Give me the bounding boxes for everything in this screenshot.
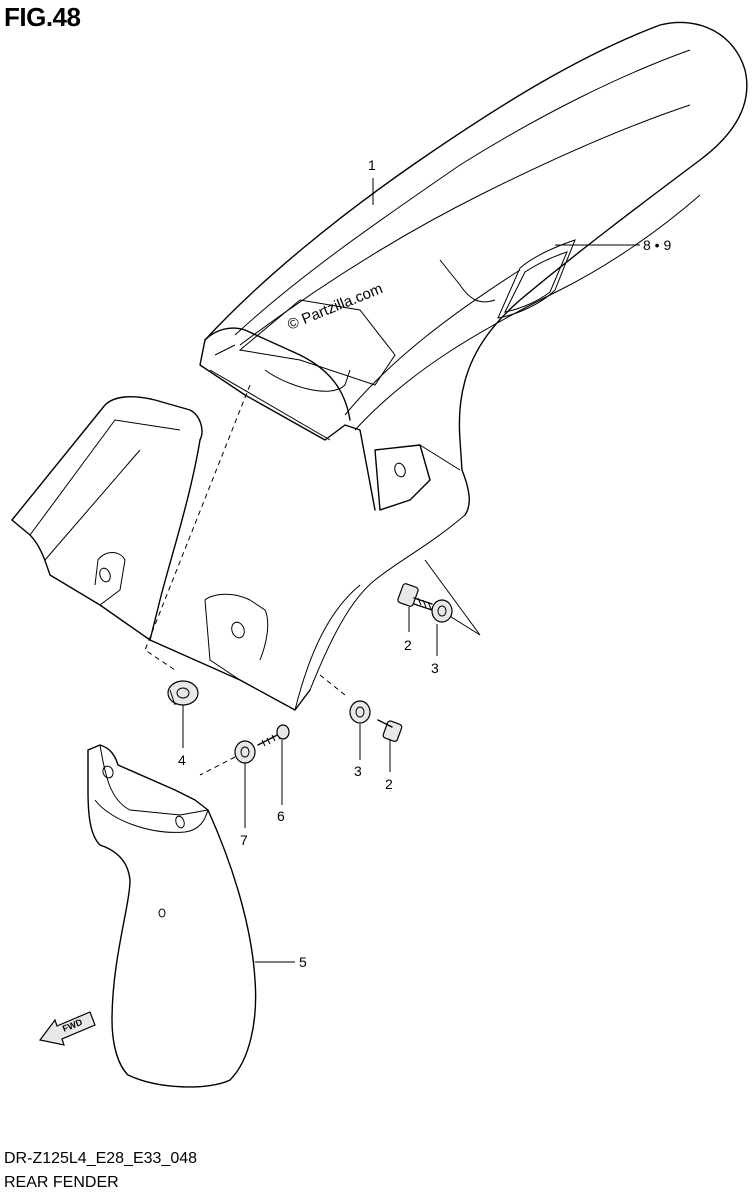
nut-upper[interactable] bbox=[431, 599, 453, 623]
forward-arrow-icon: FWD bbox=[38, 1011, 96, 1046]
callout-3-lower: 3 bbox=[354, 763, 362, 779]
grommet-part[interactable] bbox=[167, 680, 199, 706]
callout-2-lower: 2 bbox=[385, 776, 393, 792]
bolt-upper[interactable] bbox=[397, 583, 433, 611]
bolt-lower[interactable] bbox=[377, 719, 403, 742]
callout-6: 6 bbox=[277, 808, 285, 824]
callout-5: 5 bbox=[299, 954, 307, 970]
screw-part[interactable] bbox=[257, 724, 290, 747]
mud-flap-part[interactable] bbox=[87, 744, 257, 1088]
callout-3-upper: 3 bbox=[431, 660, 439, 676]
diagram-name: REAR FENDER bbox=[4, 1174, 119, 1191]
figure-title: FIG.48 bbox=[4, 2, 81, 32]
callout-1: 1 bbox=[368, 157, 376, 173]
nut-lower[interactable] bbox=[349, 700, 371, 724]
decal-graphic bbox=[497, 239, 576, 319]
callout-4: 4 bbox=[178, 752, 186, 768]
diagram-code: DR-Z125L4_E28_E33_048 bbox=[4, 1150, 198, 1167]
callout-2-upper: 2 bbox=[404, 637, 412, 653]
watermark-text: © Partzilla.com bbox=[285, 280, 385, 334]
callout-8-9: 8 • 9 bbox=[643, 237, 671, 253]
rear-fender-part[interactable] bbox=[11, 21, 748, 711]
washer-part[interactable] bbox=[234, 740, 256, 764]
callout-7: 7 bbox=[240, 832, 248, 848]
